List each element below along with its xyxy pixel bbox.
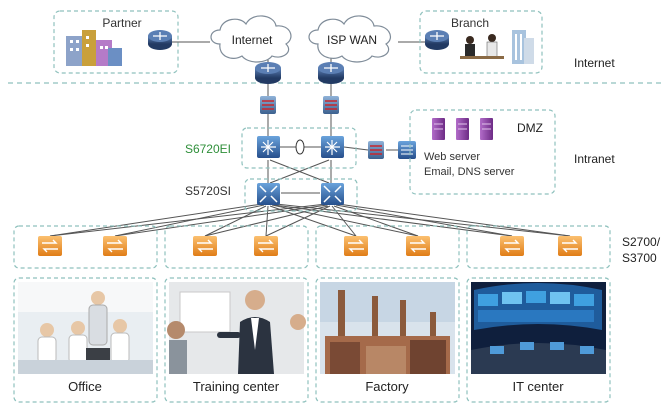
dmz-title: DMZ — [517, 121, 543, 135]
aggregation-switch-right-icon — [321, 183, 344, 205]
server-icon — [432, 118, 493, 140]
access-switch-icon — [500, 236, 524, 256]
zone-label-intranet: Intranet — [574, 152, 615, 166]
core-layer-box — [241, 127, 357, 169]
partner-building-icon — [66, 30, 122, 66]
access-series-label-line1: S2700/ — [622, 235, 661, 249]
area-panel-it-center: IT center — [466, 277, 611, 403]
internet-cloud: Internet — [210, 15, 292, 63]
dmz-switch-icon — [398, 141, 416, 159]
training-center-photo — [167, 282, 306, 374]
branch-site: Branch — [419, 10, 543, 74]
edge-router-left-icon — [255, 62, 281, 84]
area-label-factory: Factory — [365, 379, 409, 394]
access-series-label-line2: S3700 — [622, 251, 657, 265]
partner-label: Partner — [102, 16, 141, 30]
access-group-2 — [164, 225, 309, 269]
edge-router-right-icon — [318, 62, 344, 84]
aggregation-layer-box — [244, 178, 358, 212]
aggregation-layer-label: S5720SI — [185, 184, 231, 198]
firewall-left-icon — [260, 96, 276, 114]
core-switch-left-icon — [257, 136, 280, 158]
access-switch-icon — [103, 236, 127, 256]
area-label-office: Office — [68, 379, 102, 394]
aggregation-switch-left-icon — [257, 183, 280, 205]
office-photo — [18, 282, 153, 374]
core-switch-right-icon — [321, 136, 344, 158]
branch-label: Branch — [451, 16, 489, 30]
area-label-it-center: IT center — [512, 379, 564, 394]
branch-people-icon — [460, 34, 504, 59]
partner-router-icon — [148, 30, 172, 50]
access-group-3 — [315, 225, 460, 269]
access-switch-icon — [38, 236, 62, 256]
area-label-training-center: Training center — [193, 379, 280, 394]
firewall-right-icon — [323, 96, 339, 114]
area-panel-office: Office — [13, 277, 158, 403]
internet-cloud-label: Internet — [232, 33, 273, 47]
area-panel-training-center: Training center — [164, 277, 309, 403]
stack-link-icon — [295, 139, 305, 155]
it-center-photo — [471, 282, 606, 374]
partner-site: Partner — [53, 10, 179, 74]
access-group-1 — [13, 225, 158, 269]
access-switch-icon — [254, 236, 278, 256]
area-panel-factory: Factory — [315, 277, 460, 403]
access-switch-icon — [344, 236, 368, 256]
isp-wan-cloud-label: ISP WAN — [327, 33, 377, 47]
isp-wan-cloud: ISP WAN — [308, 15, 391, 63]
factory-photo — [320, 282, 455, 374]
branch-building-icon — [512, 30, 534, 64]
access-switch-icon — [193, 236, 217, 256]
access-group-4 — [466, 225, 611, 269]
dmz-box — [409, 109, 556, 195]
access-switch-icon — [406, 236, 430, 256]
dmz-email-dns-server: Email, DNS server — [424, 166, 515, 178]
dmz-web-server: Web server — [424, 151, 480, 163]
core-layer-label: S6720EI — [185, 142, 231, 156]
dmz-firewall-icon — [368, 141, 384, 159]
branch-router-icon — [425, 30, 449, 50]
access-switch-icon — [558, 236, 582, 256]
zone-label-internet: Internet — [574, 56, 615, 70]
